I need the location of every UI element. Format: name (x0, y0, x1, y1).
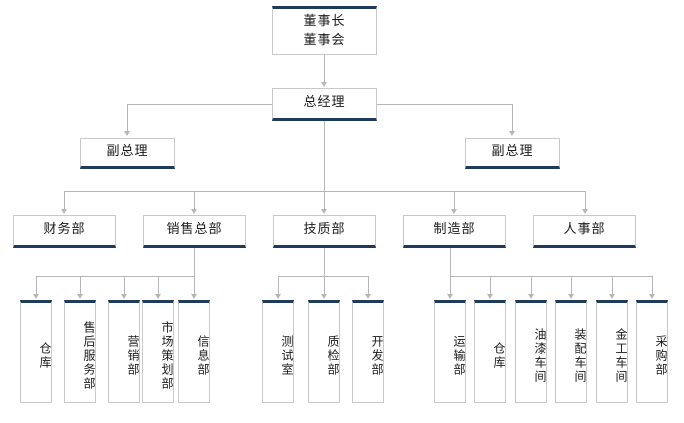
arrow-mfg-4 (567, 294, 574, 299)
node-department-finance[interactable]: 财务部 (13, 215, 116, 248)
node-unit-transportation[interactable]: 运输部 (434, 300, 466, 403)
connector-manufacturing-trunk (450, 248, 451, 276)
node-board[interactable]: 董事长 董事会 (272, 6, 377, 55)
arrow-mfg-3 (527, 294, 534, 299)
connector-quality-bus (278, 276, 368, 277)
arrow-dept-4 (450, 209, 457, 214)
arrow-quality-2 (320, 294, 327, 299)
node-unit-assembly-shop[interactable]: 装配车间 (555, 300, 587, 403)
connector-sales-drop-4 (158, 276, 159, 296)
arrow-sales-1 (32, 294, 39, 299)
node-unit-machining-shop[interactable]: 金工车间 (596, 300, 628, 403)
node-department-sales[interactable]: 销售总部 (143, 215, 246, 248)
node-unit-procurement[interactable]: 采购部 (636, 300, 668, 403)
arrow-sales-4 (154, 294, 161, 299)
node-unit-after-sales-service[interactable]: 售后服务部 (64, 300, 96, 403)
connector-mfg-drop-3 (531, 276, 532, 296)
connector-sales-drop-3 (124, 276, 125, 296)
connector-quality-drop-1 (278, 276, 279, 296)
arrow-sales-5 (190, 294, 197, 299)
node-deputy-manager-right[interactable]: 副总理 (465, 138, 560, 169)
node-general-manager[interactable]: 总经理 (272, 88, 377, 121)
connector-quality-drop-2 (324, 276, 325, 296)
arrow-sales-2 (76, 294, 83, 299)
connector-sales-drop-5 (194, 276, 195, 296)
arrow-mfg-1 (446, 294, 453, 299)
arrow-dept-1 (60, 209, 67, 214)
connector-mfg-drop-2 (490, 276, 491, 296)
node-unit-information[interactable]: 信息部 (178, 300, 210, 403)
connector-mfg-drop-1 (450, 276, 451, 296)
node-unit-paint-shop[interactable]: 油漆车间 (515, 300, 547, 403)
arrow-gm-to-deputy-left (123, 131, 130, 136)
arrow-dept-2 (190, 209, 197, 214)
arrow-mfg-5 (608, 294, 615, 299)
connector-quality-drop-3 (368, 276, 369, 296)
connector-gm-left-drop (127, 104, 128, 132)
arrow-dept-5 (581, 209, 588, 214)
connector-board-to-gm (324, 55, 325, 83)
connector-sales-drop-1 (36, 276, 37, 296)
connector-gm-right (377, 104, 512, 105)
node-unit-quality-inspection[interactable]: 质检部 (308, 300, 340, 403)
connector-mfg-drop-5 (612, 276, 613, 296)
arrow-mfg-6 (648, 294, 655, 299)
node-unit-market-planning[interactable]: 市场策划部 (142, 300, 174, 403)
connector-gm-left (127, 104, 272, 105)
node-deputy-manager-left[interactable]: 副总理 (80, 138, 175, 169)
node-department-quality[interactable]: 技质部 (273, 215, 376, 248)
arrow-gm-to-deputy-right (508, 131, 515, 136)
node-unit-test-lab[interactable]: 测试室 (262, 300, 294, 403)
connector-dept-drop-5 (585, 191, 586, 210)
arrow-quality-3 (364, 294, 371, 299)
node-unit-marketing[interactable]: 营销部 (108, 300, 140, 403)
node-unit-mfg-warehouse[interactable]: 仓库 (474, 300, 506, 403)
arrow-dept-3 (320, 209, 327, 214)
connector-dept-drop-1 (64, 191, 65, 210)
connector-gm-right-drop (512, 104, 513, 132)
connector-gm-trunk (324, 121, 325, 191)
arrow-sales-3 (120, 294, 127, 299)
connector-dept-drop-2 (194, 191, 195, 210)
connector-quality-trunk (324, 248, 325, 276)
node-unit-sales-warehouse[interactable]: 仓库 (20, 300, 52, 403)
arrow-mfg-2 (486, 294, 493, 299)
connector-sales-drop-2 (80, 276, 81, 296)
node-department-manufacturing[interactable]: 制造部 (403, 215, 506, 248)
node-department-hr[interactable]: 人事部 (533, 215, 636, 248)
arrow-quality-1 (274, 294, 281, 299)
connector-sales-trunk (194, 248, 195, 276)
connector-mfg-drop-6 (652, 276, 653, 296)
connector-manufacturing-bus (450, 276, 652, 277)
node-unit-development[interactable]: 开发部 (352, 300, 384, 403)
connector-mfg-drop-4 (571, 276, 572, 296)
connector-sales-bus (36, 276, 195, 277)
connector-dept-drop-3 (324, 191, 325, 210)
arrow-board-to-gm (320, 82, 327, 87)
connector-dept-drop-4 (454, 191, 455, 210)
